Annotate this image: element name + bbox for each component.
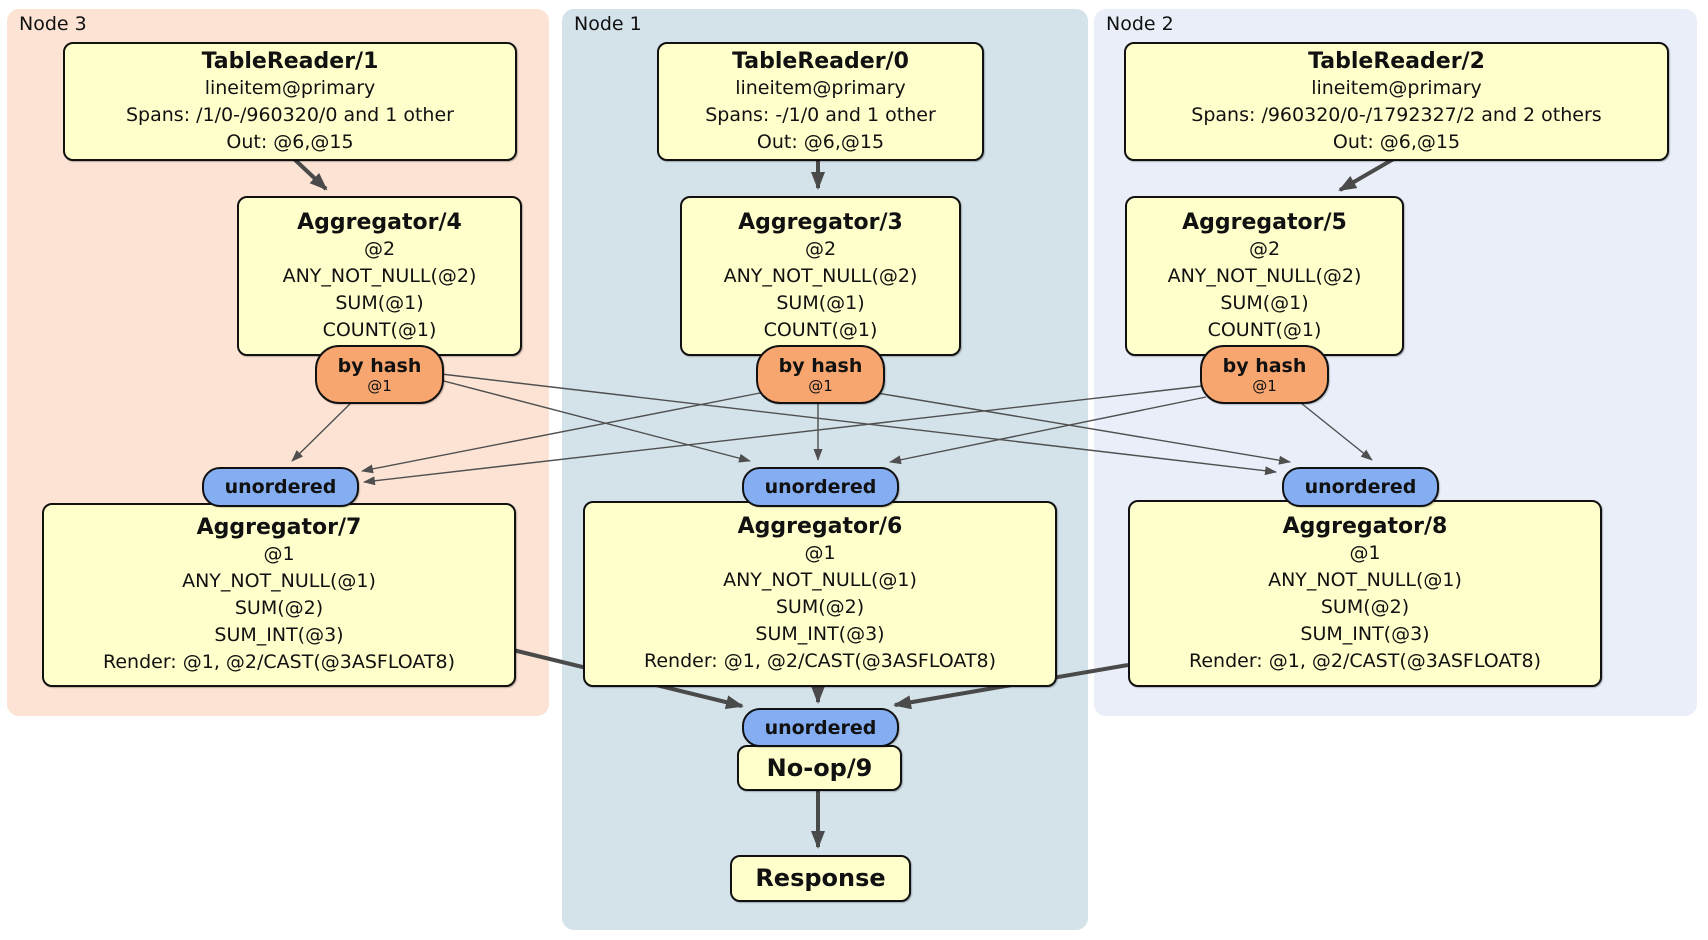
- node-title: Aggregator/8: [1282, 513, 1448, 539]
- node-detail: COUNT(@1): [763, 318, 878, 341]
- node-detail: COUNT(@1): [1207, 318, 1322, 341]
- unordered-sync-label: unordered: [764, 476, 877, 498]
- hash-router-4: by hash @1: [315, 345, 444, 404]
- node-detail: SUM(@2): [1320, 595, 1410, 618]
- unordered-sync-8: unordered: [1282, 467, 1439, 507]
- hash-router-key: @1: [367, 376, 392, 395]
- unordered-sync-label: unordered: [1304, 476, 1417, 498]
- node-detail: lineitem@primary: [1311, 76, 1482, 99]
- edge-hash4-unordered7: [291, 398, 356, 462]
- plan-node-tablereader-2: TableReader/2 lineitem@primary Spans: /9…: [1124, 42, 1669, 161]
- edge-tr2-agg5: [1338, 155, 1399, 192]
- node-detail: Spans: -/1/0 and 1 other: [705, 103, 936, 126]
- edge-hash4-unordered6: [439, 379, 751, 463]
- panel-node-3-label: Node 3: [19, 13, 87, 35]
- edge-tr1-agg4: [290, 155, 328, 191]
- node-title: Aggregator/3: [738, 209, 903, 235]
- plan-node-tablereader-0: TableReader/0 lineitem@primary Spans: -/…: [657, 42, 984, 161]
- panel-node-2-label: Node 2: [1106, 13, 1174, 35]
- node-detail: Out: @6,@15: [226, 130, 354, 153]
- node-detail: Spans: /1/0-/960320/0 and 1 other: [126, 103, 454, 126]
- edge-hash5-unordered6: [889, 396, 1207, 465]
- node-detail: Render: @1, @2/CAST(@3ASFLOAT8): [644, 650, 996, 672]
- panel-node-1-label: Node 1: [574, 13, 642, 35]
- unordered-sync-final: unordered: [742, 708, 899, 747]
- hash-router-5: by hash @1: [1200, 345, 1329, 404]
- plan-node-tablereader-1: TableReader/1 lineitem@primary Spans: /1…: [63, 42, 517, 161]
- hash-router-label: by hash: [337, 354, 422, 377]
- node-detail: @2: [804, 237, 837, 260]
- node-detail: Out: @6,@15: [756, 130, 885, 153]
- node-detail: COUNT(@1): [322, 318, 437, 341]
- node-title: Aggregator/7: [196, 515, 362, 540]
- node-detail: lineitem@primary: [204, 76, 376, 99]
- edge-hash3-unordered7: [361, 392, 761, 474]
- plan-node-aggregator-8: Aggregator/8 @1 ANY_NOT_NULL(@1) SUM(@2)…: [1128, 500, 1602, 687]
- hash-router-key: @1: [1252, 376, 1277, 395]
- node-title: Aggregator/6: [737, 514, 903, 539]
- edge-hash4-unordered8: [440, 373, 1277, 476]
- edge-hash3-unordered8: [876, 392, 1291, 465]
- plan-node-aggregator-7: Aggregator/7 @1 ANY_NOT_NULL(@1) SUM(@2)…: [42, 503, 516, 687]
- node-title: No-op/9: [766, 753, 873, 782]
- node-title: Aggregator/5: [1182, 209, 1347, 235]
- unordered-sync-label: unordered: [224, 476, 337, 498]
- unordered-sync-7: unordered: [202, 467, 359, 507]
- hash-router-label: by hash: [1222, 354, 1307, 377]
- edge-hash5-unordered8: [1295, 398, 1373, 461]
- node-detail: Spans: /960320/0-/1792327/2 and 2 others: [1191, 103, 1602, 126]
- node-detail: ANY_NOT_NULL(@1): [723, 569, 917, 591]
- hash-router-label: by hash: [778, 354, 863, 377]
- node-detail: ANY_NOT_NULL(@1): [1268, 568, 1462, 591]
- plan-node-noop-9: No-op/9: [737, 745, 902, 791]
- unordered-sync-label: unordered: [764, 716, 877, 739]
- node-detail: ANY_NOT_NULL(@2): [1167, 264, 1362, 287]
- node-detail: ANY_NOT_NULL(@1): [182, 570, 376, 592]
- node-detail: Out: @6,@15: [1332, 130, 1461, 153]
- node-title: Response: [755, 864, 886, 892]
- hash-router-3: by hash @1: [756, 345, 885, 404]
- node-detail: SUM_INT(@3): [1300, 622, 1430, 645]
- node-detail: @1: [804, 542, 836, 564]
- node-detail: SUM(@1): [1220, 291, 1309, 314]
- node-detail: ANY_NOT_NULL(@2): [723, 264, 918, 287]
- hash-router-key: @1: [808, 376, 833, 395]
- node-detail: @1: [1349, 541, 1381, 564]
- node-detail: SUM(@2): [775, 596, 865, 618]
- node-title: TableReader/2: [1308, 48, 1485, 74]
- node-title: TableReader/0: [732, 48, 909, 74]
- node-detail: SUM_INT(@3): [214, 624, 344, 646]
- node-detail: SUM(@1): [776, 291, 865, 314]
- node-title: TableReader/1: [201, 48, 379, 74]
- plan-node-aggregator-3: Aggregator/3 @2 ANY_NOT_NULL(@2) SUM(@1)…: [680, 196, 961, 356]
- node-detail: ANY_NOT_NULL(@2): [282, 264, 477, 287]
- node-detail: SUM(@1): [335, 291, 424, 314]
- edge-hash5-unordered7: [363, 385, 1203, 486]
- node-detail: lineitem@primary: [735, 76, 906, 99]
- node-detail: Render: @1, @2/CAST(@3ASFLOAT8): [1189, 649, 1541, 672]
- plan-node-aggregator-4: Aggregator/4 @2 ANY_NOT_NULL(@2) SUM(@1)…: [237, 196, 522, 356]
- node-detail: @2: [363, 237, 396, 260]
- node-detail: @1: [263, 543, 295, 565]
- node-title: Aggregator/4: [297, 209, 462, 235]
- node-detail: @2: [1248, 237, 1281, 260]
- unordered-sync-6: unordered: [742, 467, 899, 507]
- plan-node-aggregator-5: Aggregator/5 @2 ANY_NOT_NULL(@2) SUM(@1)…: [1125, 196, 1404, 356]
- node-detail: SUM_INT(@3): [755, 623, 885, 645]
- plan-node-response: Response: [730, 855, 911, 902]
- plan-node-aggregator-6: Aggregator/6 @1 ANY_NOT_NULL(@1) SUM(@2)…: [583, 501, 1057, 687]
- node-detail: Render: @1, @2/CAST(@3ASFLOAT8): [103, 651, 455, 673]
- node-detail: SUM(@2): [234, 597, 324, 619]
